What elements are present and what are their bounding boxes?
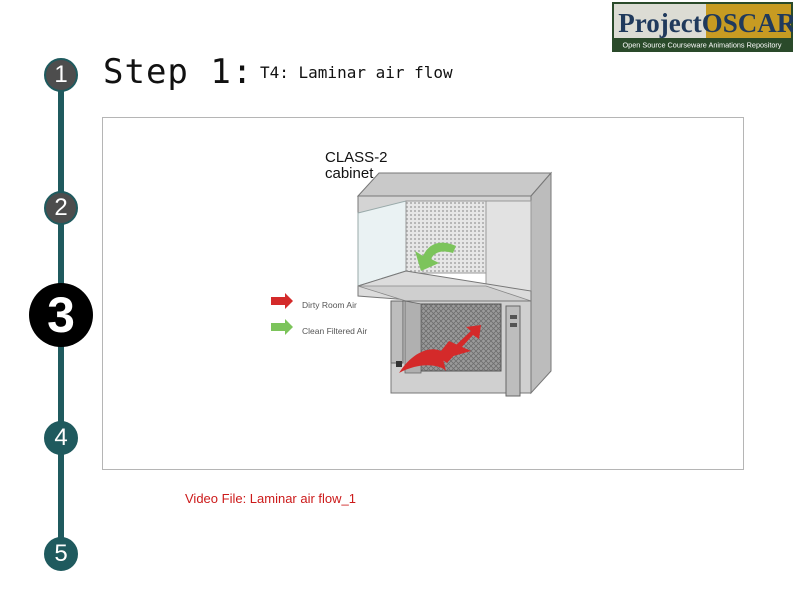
svg-text:Dirty Room Air: Dirty Room Air: [302, 300, 357, 310]
cabinet-illustration: Dirty Room Air Clean Filtered Air: [271, 171, 553, 397]
step-number: 2: [54, 194, 68, 221]
logo-tagline: Open Source Courseware Animations Reposi…: [623, 41, 782, 50]
step-number: 3: [47, 287, 75, 343]
cabinet-label: CLASS-2 cabinet: [325, 150, 388, 182]
step-number: 5: [54, 540, 68, 567]
svg-text:Clean Filtered Air: Clean Filtered Air: [302, 326, 367, 336]
logo-word-oscar: OSCAR: [702, 8, 793, 38]
project-oscar-logo[interactable]: Project OSCAR Open Source Courseware Ani…: [612, 2, 794, 52]
video-file-caption: Video File: Laminar air flow_1: [185, 491, 357, 506]
step-node-2[interactable]: 2: [44, 191, 78, 225]
step-node-1[interactable]: 1: [44, 58, 78, 92]
step-number: 4: [54, 424, 68, 451]
legend-clean-filtered-air: Clean Filtered Air: [271, 319, 367, 336]
logo-word-project: Project: [618, 8, 701, 38]
step-title: Step 1:: [103, 52, 254, 92]
cabinet-label-line2: cabinet: [325, 165, 374, 182]
cabinet-label-line1: CLASS-2: [325, 149, 388, 166]
video-frame[interactable]: Dirty Room Air Clean Filtered Air: [102, 117, 744, 470]
step-node-3-active[interactable]: 3: [29, 283, 93, 347]
step-number: 1: [54, 61, 68, 88]
step-node-5[interactable]: 5: [44, 537, 78, 571]
legend-dirty-room-air: Dirty Room Air: [271, 293, 357, 310]
step-node-4[interactable]: 4: [44, 421, 78, 455]
topic-subtitle: T4: Laminar air flow: [260, 63, 453, 82]
